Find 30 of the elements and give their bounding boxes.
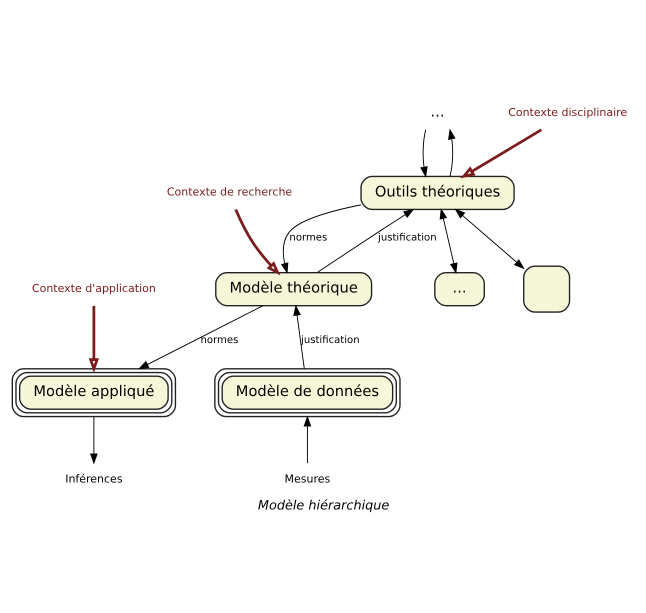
arrow [316,208,414,272]
node-text: Contexte d'application [32,281,156,294]
edge-label: normes [200,334,238,346]
edge-label: normes [289,232,328,243]
node-box: Outils théoriques [360,175,515,210]
arrow [234,208,280,276]
arrow [138,304,264,369]
arrow [280,204,362,274]
node-box: Modèle théorique [215,271,372,306]
arrow [454,208,525,269]
node-box [523,265,570,312]
node-box: Modèle appliqué [12,368,176,417]
edge-label: justification [378,232,437,243]
node-text: Mesures [284,472,330,486]
node-text: Inférences [65,472,123,486]
arrow [448,128,456,176]
edge-label: justification [301,334,360,346]
node-text: ... [430,103,445,120]
node-box: ... [434,271,485,306]
caption: Modèle hiérarchique [258,498,390,513]
node-text: Contexte de recherche [166,185,292,198]
arrow [88,305,100,372]
arrow [440,208,458,274]
arrow [293,304,305,369]
arrow [304,415,312,464]
arrow [90,416,98,464]
arrow [420,128,428,178]
node-box: Modèle de données [214,368,401,417]
arrow [460,128,542,178]
node-text: Contexte disciplinaire [508,106,628,119]
